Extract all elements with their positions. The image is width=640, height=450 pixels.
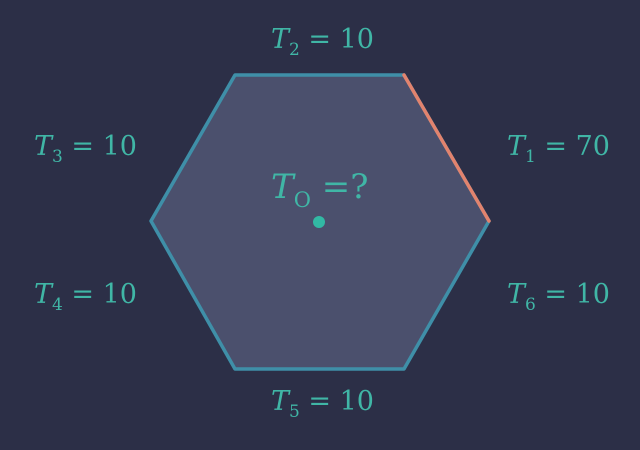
label-t2: T2 = 10 xyxy=(271,24,374,60)
label-t1: T1 = 70 xyxy=(507,131,610,167)
label-t4: T4 = 10 xyxy=(34,279,137,315)
label-t3: T3 = 10 xyxy=(34,131,137,167)
center-point xyxy=(313,216,325,228)
label-t5: T5 = 10 xyxy=(271,386,374,422)
center-label: TO =? xyxy=(271,167,369,212)
hot-edge-t1 xyxy=(402,73,491,223)
label-t6: T6 = 10 xyxy=(507,279,610,315)
